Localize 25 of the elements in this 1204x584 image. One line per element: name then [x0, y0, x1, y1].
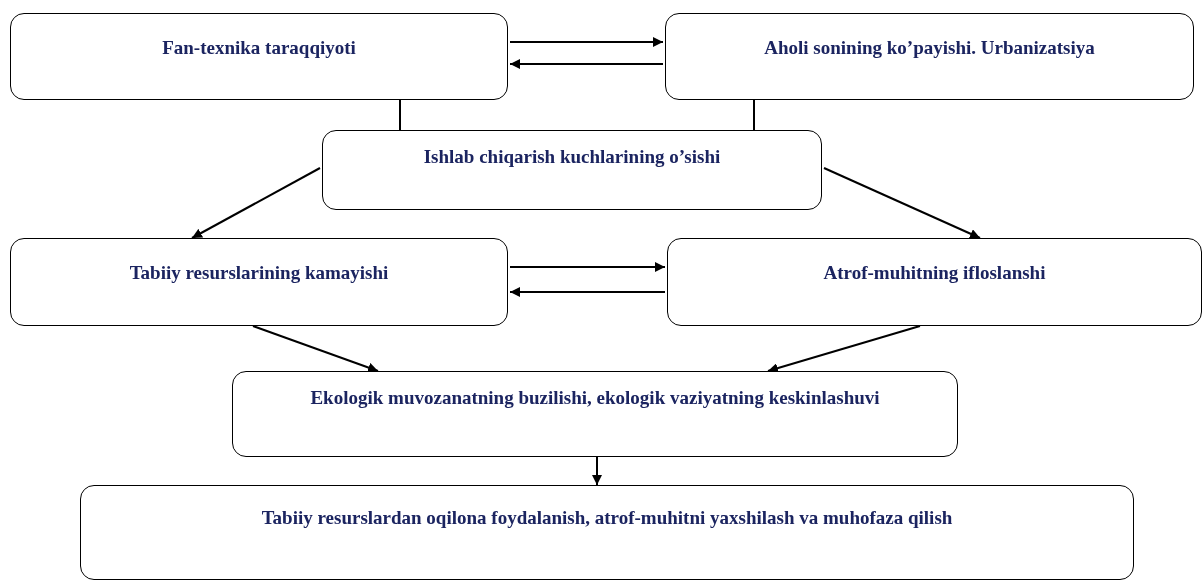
arrow — [509, 37, 664, 47]
arrow — [509, 287, 666, 297]
arrow — [509, 262, 666, 272]
arrow — [767, 325, 921, 373]
box-label: Aholi sonining ko’payishi. Urbanizatsiya — [764, 36, 1095, 60]
arrow — [252, 325, 379, 373]
connector-line — [399, 99, 401, 131]
process-box — [10, 13, 508, 100]
arrow — [592, 456, 602, 486]
process-box — [322, 130, 822, 210]
box-label: Tabiiy resurslarining kamayishi — [129, 261, 389, 285]
connector-line — [753, 99, 755, 131]
box-label: Atrof-muhitning ifloslanshi — [823, 261, 1046, 285]
box-label: Ekologik muvozanatning buzilishi, ekologik vaziyatning keskinlashuvi — [310, 386, 880, 410]
arrow — [509, 59, 664, 69]
process-box — [665, 13, 1194, 100]
arrow — [823, 167, 981, 239]
process-box — [10, 238, 508, 326]
box-label: Fan-texnika taraqqiyoti — [162, 36, 356, 60]
arrow — [191, 167, 321, 239]
process-box — [80, 485, 1134, 580]
process-box — [667, 238, 1202, 326]
process-box — [232, 371, 958, 457]
box-label: Tabiiy resurslardan oqilona foydalanish, atrof-muhitni yaxshilash va muhofaza qilish — [261, 506, 953, 530]
box-label: Ishlab chiqarish kuchlarining o’sishi — [423, 145, 721, 169]
